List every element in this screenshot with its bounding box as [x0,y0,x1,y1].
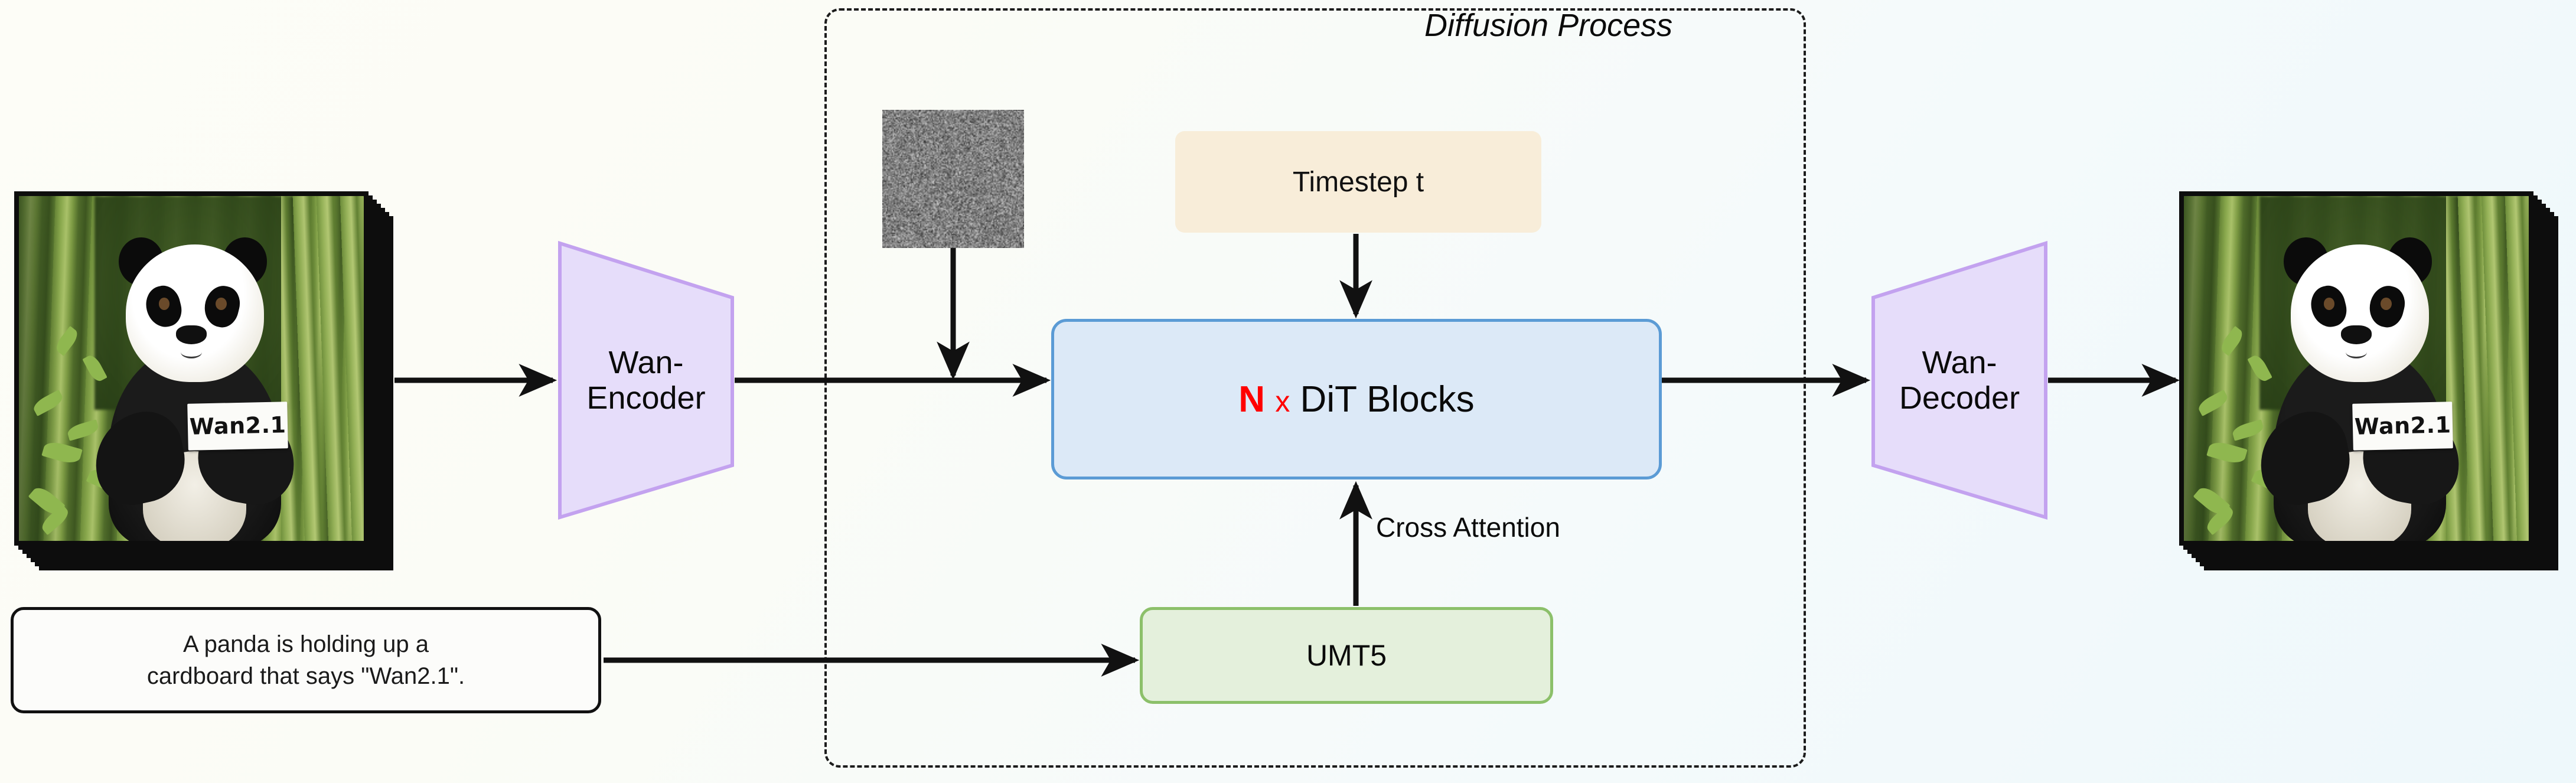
diffusion-process-title: Diffusion Process [1424,7,1672,44]
umt5-box[interactable]: UMT5 [1140,607,1553,704]
bamboo-right-cluster [281,196,364,541]
prompt-line-2: cardboard that says "Wan2.1". [147,660,465,692]
dit-blocks-label: N x DiT Blocks [1238,379,1474,420]
output-video-frames: Wan2.1Wan2.1Wan2.1Wan2.1Wan2.1Wan2.1Wan2… [2179,191,2557,569]
wan-encoder-label-line1: Wan- [608,345,683,380]
noise-canvas [882,110,1024,248]
cardboard-sign: Wan2.1 [187,402,288,451]
wan-decoder-label: Wan- Decoder [1871,241,2048,520]
panda-head [2291,244,2429,383]
cardboard-sign: Wan2.1 [2352,402,2453,451]
panda-photo: Wan2.1 [2184,196,2529,541]
video-frame: Wan2.1 [2179,191,2533,546]
dit-n-symbol: N [1238,379,1265,420]
bamboo-right-cluster [2446,196,2529,541]
wan-encoder-label-line2: Encoder [586,380,705,416]
cardboard-sign-text: Wan2.1 [190,412,286,440]
panda-photo: Wan2.1 [19,196,364,541]
wan-decoder-label-line2: Decoder [1899,380,2020,416]
panda-mouth [181,346,201,358]
cardboard-sign-text: Wan2.1 [2355,412,2451,440]
wan-encoder-node[interactable]: Wan- Encoder [557,241,735,520]
panda-right-pupil [216,298,227,310]
cross-attention-label: Cross Attention [1376,511,1560,543]
timestep-box[interactable]: Timestep t [1175,131,1541,233]
noise-latent-patch [882,110,1024,248]
panda-head [126,244,264,383]
wan-encoder-label: Wan- Encoder [557,241,735,520]
dit-multiply-symbol: x [1275,385,1290,418]
panda-nose [2341,325,2372,344]
dit-blocks-box[interactable]: N x DiT Blocks [1051,319,1662,479]
prompt-line-1: A panda is holding up a [183,628,429,660]
video-frame: Wan2.1 [14,191,369,546]
timestep-label: Timestep t [1293,166,1424,198]
wan-decoder-label-line1: Wan- [1922,345,1997,380]
panda-mouth [2346,346,2366,358]
input-video-frames: Wan2.1Wan2.1Wan2.1Wan2.1Wan2.1Wan2.1Wan2… [14,191,392,569]
panda-right-pupil [2381,298,2392,310]
panda-nose [176,325,207,344]
prompt-text-box[interactable]: A panda is holding up a cardboard that s… [11,607,601,713]
umt5-label: UMT5 [1306,638,1387,673]
dit-blocks-text: DiT Blocks [1300,379,1475,420]
wan-decoder-node[interactable]: Wan- Decoder [1871,241,2048,520]
